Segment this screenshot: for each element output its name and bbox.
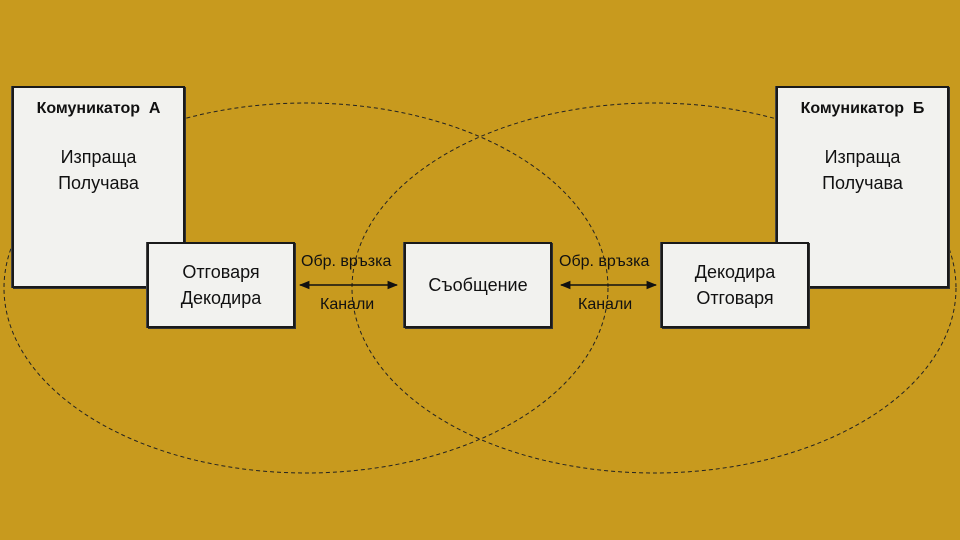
communicator-b-field-ellipse — [351, 102, 957, 474]
response-decode-box-left: Отговаря Декодира — [147, 242, 295, 328]
communicator-b-lines: Изпраща Получава — [778, 144, 947, 196]
communicator-a-receives: Получава — [58, 173, 139, 193]
communicator-b-sends: Изпраща — [824, 147, 901, 167]
left-box-line-1: Отговаря — [182, 262, 260, 282]
communicator-a-box: Комуникатор А Изпраща Получава — [12, 86, 185, 288]
communicator-b-title: Комуникатор Б — [800, 100, 925, 117]
decode-response-box-right: Декодира Отговаря — [661, 242, 809, 328]
feedback-label-left: Обр. връзка — [301, 253, 392, 270]
right-box-line-2: Отговаря — [696, 288, 774, 308]
communicator-a-title: Комуникатор А — [36, 100, 161, 117]
right-box-line-1: Декодира — [694, 262, 776, 282]
channels-label-left: Канали — [320, 296, 375, 313]
communicator-b-receives: Получава — [822, 173, 903, 193]
left-box-line-2: Декодира — [180, 288, 262, 308]
message-box: Съобщение — [404, 242, 552, 328]
communicator-a-sends: Изпраща — [60, 147, 137, 167]
communicator-a-lines: Изпраща Получава — [14, 144, 183, 196]
feedback-label-right: Обр. връзка — [559, 253, 650, 270]
channels-label-right: Канали — [578, 296, 633, 313]
message-label: Съобщение — [428, 275, 528, 295]
